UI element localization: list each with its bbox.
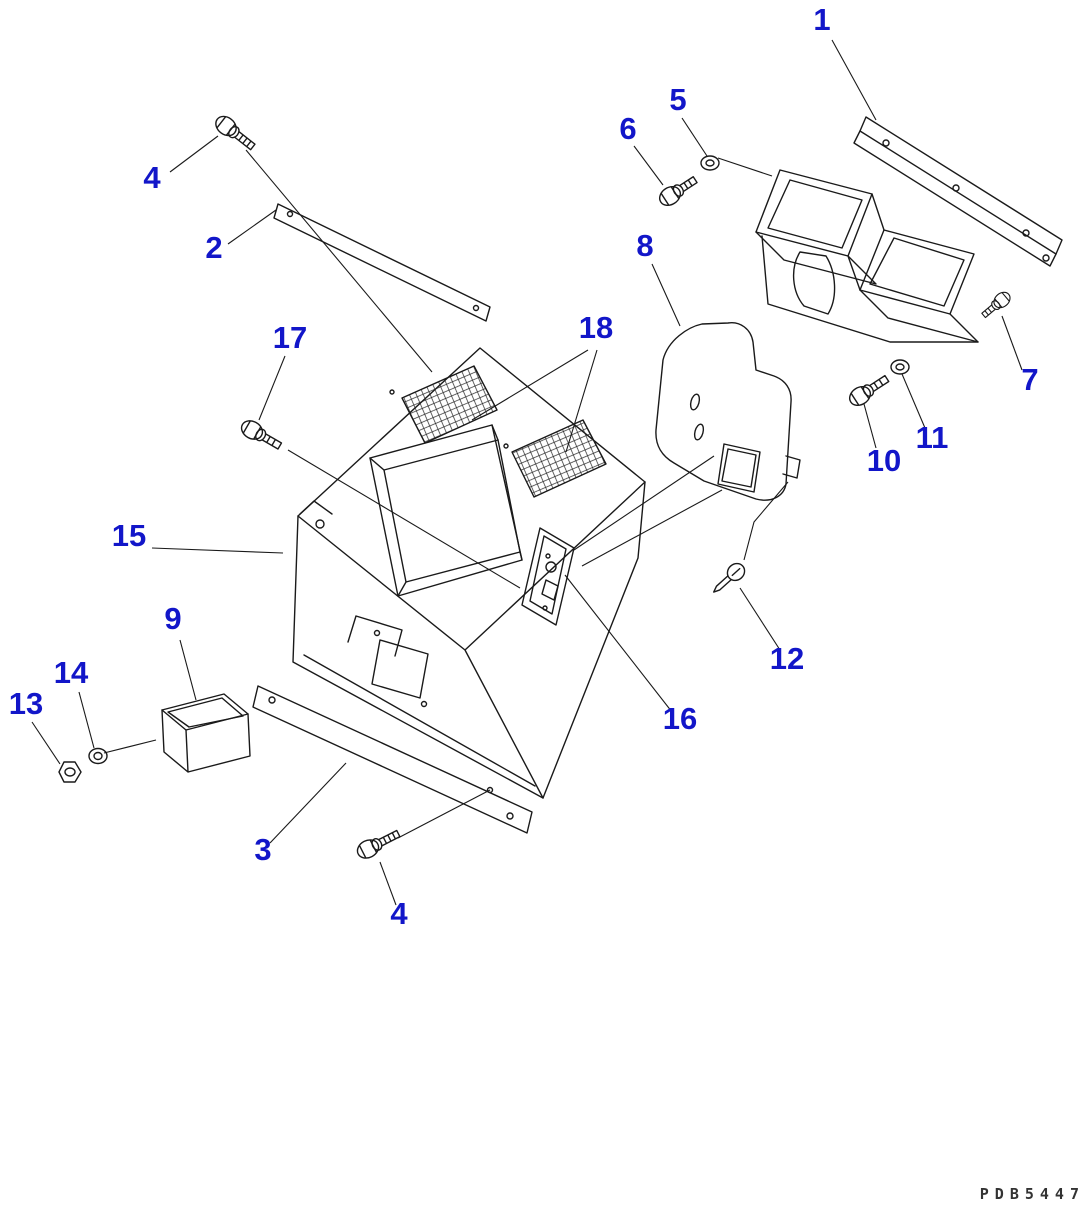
part-6-bolt <box>658 176 698 207</box>
part-14-washer <box>88 747 108 765</box>
callout-6: 6 <box>619 111 636 146</box>
callout-8: 8 <box>636 228 653 263</box>
callout-1: 1 <box>813 2 830 37</box>
callout-7: 7 <box>1021 362 1038 397</box>
part-11-washer <box>890 359 910 375</box>
part-1-duct-assembly <box>755 169 979 343</box>
part-15-console <box>292 347 646 799</box>
part-4-bolt-top <box>215 115 256 151</box>
callout-4-top: 4 <box>143 160 161 195</box>
part-18-vent-grille <box>511 419 607 498</box>
part-2-strip <box>273 203 491 322</box>
callout-5: 5 <box>669 82 686 117</box>
leader-lines <box>31 39 1023 906</box>
callout-9: 9 <box>164 601 181 636</box>
duct-bracket <box>793 251 836 315</box>
callout-13: 13 <box>9 686 43 721</box>
callout-11: 11 <box>916 420 949 455</box>
part-9-box <box>161 693 251 773</box>
callout-2: 2 <box>205 230 222 265</box>
part-12-screw <box>713 562 746 593</box>
callouts: 1 2 3 4 4 5 6 7 8 9 10 11 12 13 14 15 16… <box>9 2 1039 931</box>
callout-4-bottom: 4 <box>390 896 408 931</box>
part-13-nut <box>58 761 82 783</box>
callout-17: 17 <box>273 320 307 355</box>
part-8-side-cover <box>655 322 801 501</box>
drawing-code: PDB5447 <box>980 1185 1085 1203</box>
callout-15: 15 <box>112 518 146 553</box>
callout-12: 12 <box>770 641 804 676</box>
part-10-bolt <box>848 374 890 407</box>
callout-10: 10 <box>867 443 901 478</box>
console-plate <box>371 639 429 699</box>
part-1-rail <box>853 116 1063 267</box>
part-17-bolt <box>240 420 283 450</box>
callout-14: 14 <box>54 655 89 690</box>
console-opening <box>369 424 523 597</box>
callout-18: 18 <box>579 310 613 345</box>
part-4-bolt-bottom <box>356 829 401 859</box>
callout-16: 16 <box>663 701 697 736</box>
callout-3: 3 <box>254 832 271 867</box>
part-3-strip <box>252 685 533 834</box>
part-16-latch <box>521 527 575 626</box>
part-5-washer <box>700 155 720 171</box>
part-7-bolt <box>981 291 1011 319</box>
part-18-vent-grille <box>401 365 498 444</box>
